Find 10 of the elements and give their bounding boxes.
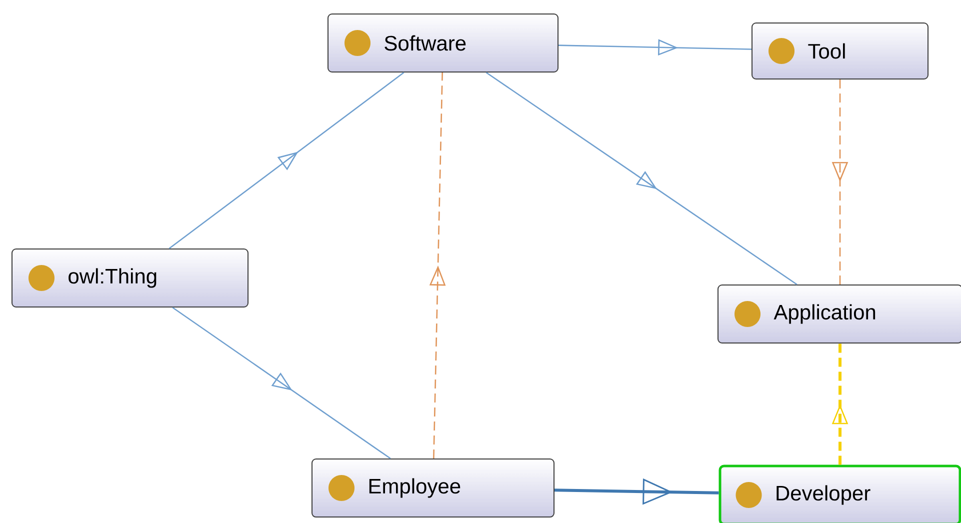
class-node: Tool — [752, 22, 928, 80]
arrow — [486, 72, 798, 286]
class-node: owl:Thing — [12, 248, 248, 308]
class-node: Employee — [312, 458, 554, 518]
arrow — [168, 72, 404, 250]
class-node: Application — [718, 284, 961, 344]
arrow — [172, 306, 391, 460]
class-node: Developer — [718, 464, 961, 523]
arrow — [558, 39, 752, 56]
class-node: Software — [328, 14, 558, 72]
